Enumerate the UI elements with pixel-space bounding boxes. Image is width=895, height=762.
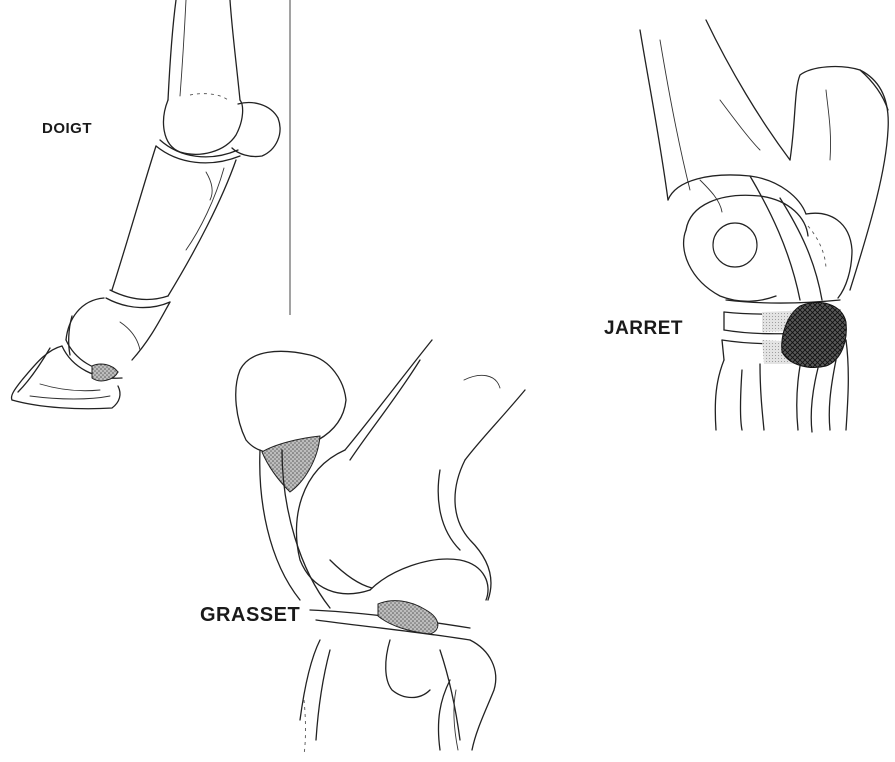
label-jarret: JARRET [604,318,683,340]
grasset-drawing [236,340,525,755]
label-grasset: GRASSET [200,604,300,627]
label-doigt: DOIGT [42,120,92,137]
jarret-drawing [640,20,888,432]
doigt-drawing [11,0,280,409]
